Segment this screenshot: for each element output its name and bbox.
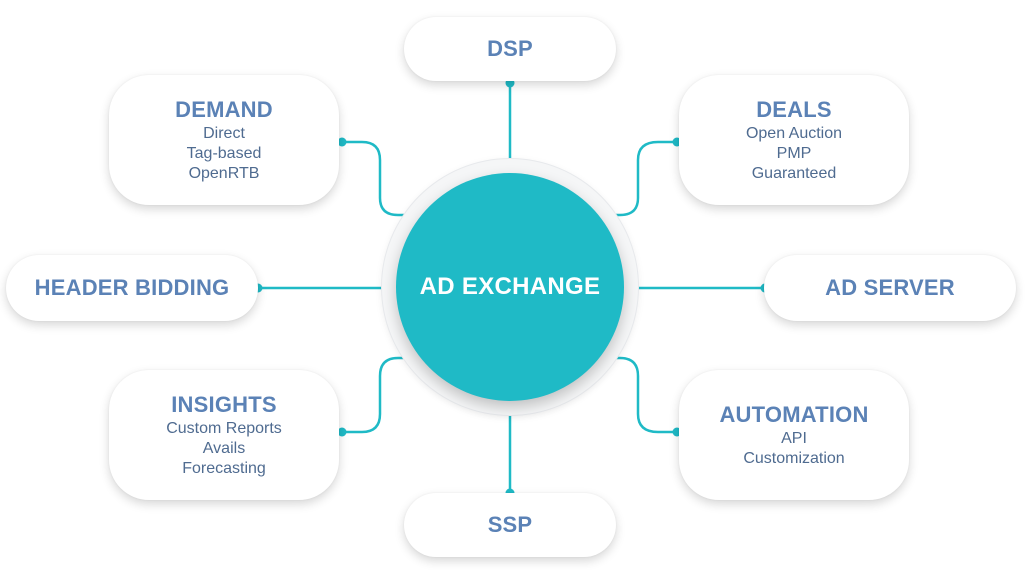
ad-exchange-hub: AD EXCHANGE (396, 173, 624, 401)
node-item: Avails (202, 439, 246, 457)
node-item: API (781, 429, 807, 447)
node-deals: DEALS Open Auction PMP Guaranteed (679, 75, 909, 205)
connector-automation (598, 356, 677, 434)
node-item: PMP (776, 144, 812, 162)
node-demand: DEMAND Direct Tag-based OpenRTB (109, 75, 339, 205)
node-title-deals: DEALS (756, 96, 832, 122)
node-insights: INSIGHTS Custom Reports Avails Forecasti… (109, 370, 339, 500)
node-title-insights: INSIGHTS (171, 391, 277, 417)
node-ad-server: AD SERVER (764, 255, 1016, 321)
node-title-ssp: SSP (487, 512, 533, 537)
connector-deals (598, 140, 677, 217)
node-item: OpenRTB (188, 164, 260, 182)
node-header-bidding: HEADER BIDDING (6, 255, 258, 321)
node-items-insights: Custom Reports Avails Forecasting (166, 419, 282, 479)
node-title-demand: DEMAND (175, 96, 273, 122)
ad-exchange-label: AD EXCHANGE (419, 273, 601, 300)
connector-demand (342, 140, 420, 217)
node-item: Open Auction (745, 124, 843, 142)
node-automation: AUTOMATION API Customization (679, 370, 909, 500)
node-ssp: SSP (404, 493, 616, 557)
node-items-deals: Open Auction PMP Guaranteed (746, 124, 842, 184)
node-item: Guaranteed (751, 164, 837, 182)
node-items-automation: API Customization (743, 429, 844, 469)
node-title-header-bidding: HEADER BIDDING (34, 275, 230, 300)
node-items-demand: Direct Tag-based OpenRTB (187, 124, 262, 184)
node-title-ad-server: AD SERVER (825, 275, 955, 300)
node-item: Tag-based (186, 144, 262, 162)
node-item: Forecasting (182, 459, 266, 477)
dot-insights (337, 427, 347, 437)
node-title-dsp: DSP (487, 36, 533, 61)
node-item: Customization (743, 449, 845, 467)
connector-insights (342, 356, 420, 434)
node-item: Direct (203, 124, 245, 142)
dot-demand (337, 137, 347, 147)
node-title-automation: AUTOMATION (719, 401, 869, 427)
node-item: Custom Reports (166, 419, 282, 437)
node-dsp: DSP (404, 17, 616, 81)
